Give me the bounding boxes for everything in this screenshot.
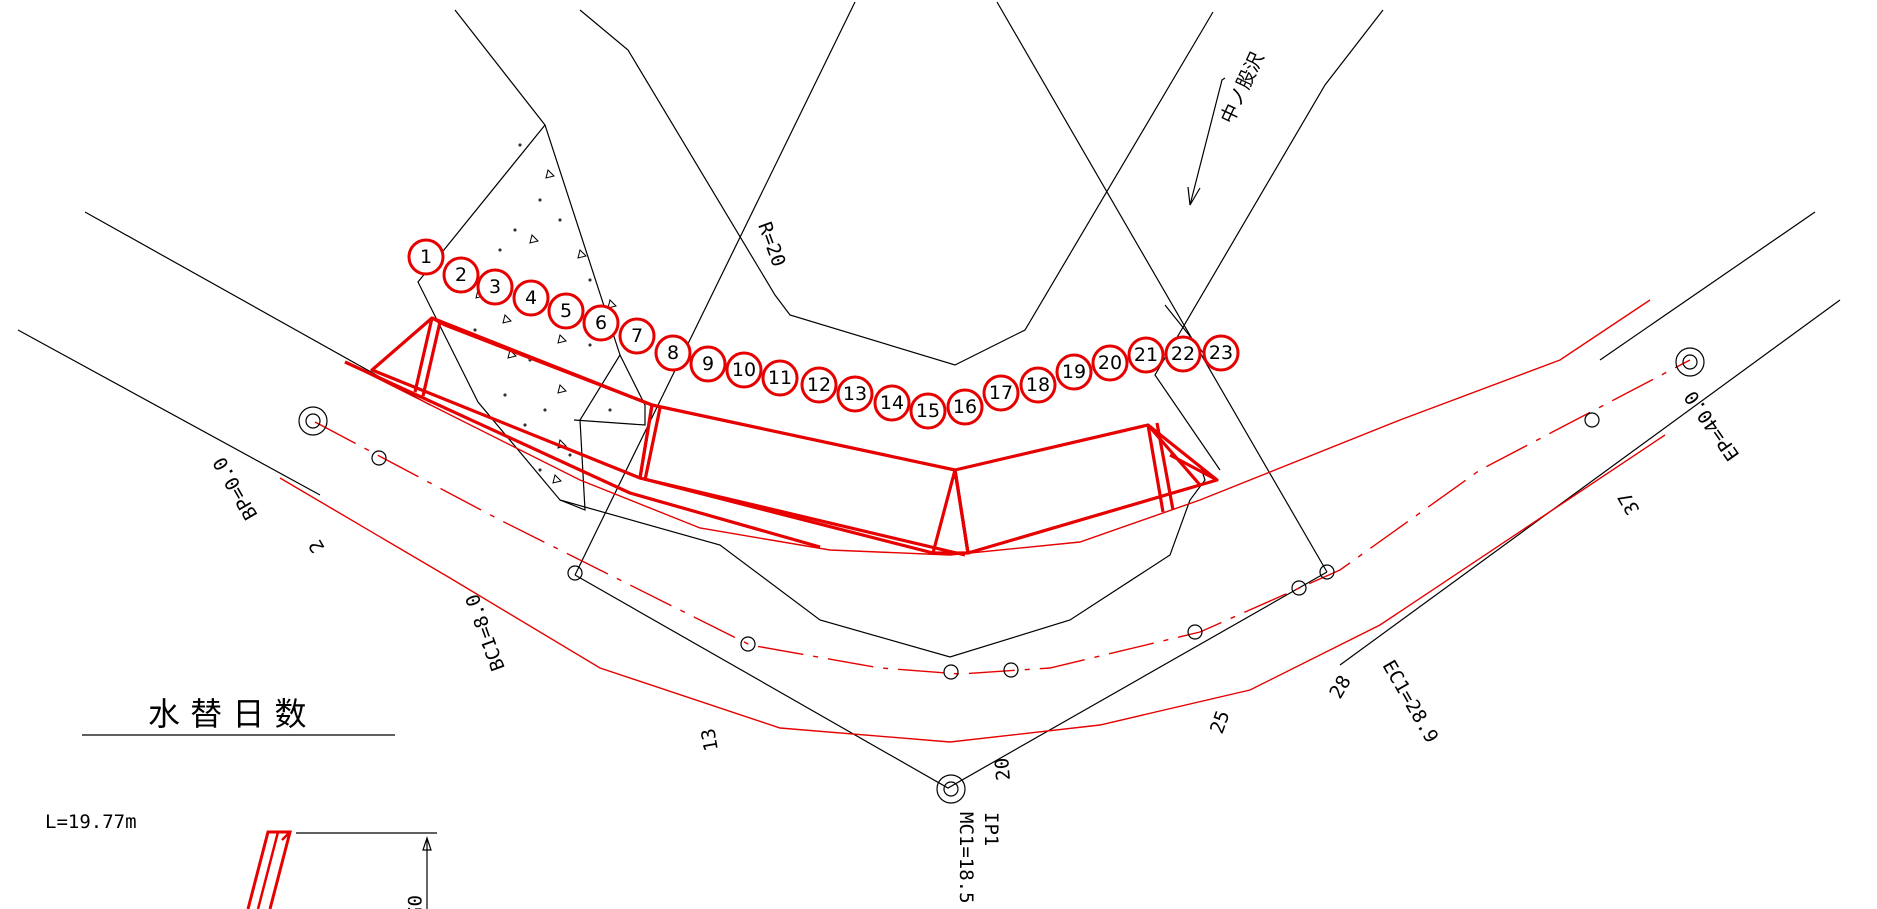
marker-number: 1 <box>420 246 432 268</box>
mc1-label: MC1=18.5 <box>955 812 977 904</box>
station-markers <box>298 347 1705 804</box>
legend-area: 水 替 日 数 L=19.77m 05 <box>45 695 437 909</box>
stream-name-label: 中ノ股沢 <box>1217 49 1269 127</box>
marker-number: 10 <box>732 359 756 381</box>
numbered-marker: 11 <box>761 359 799 397</box>
station-circle <box>1187 624 1203 640</box>
marker-number: 22 <box>1171 343 1195 365</box>
alignment-curves <box>279 299 1691 743</box>
station-circle <box>1319 564 1335 580</box>
numbered-marker: 12 <box>800 366 838 404</box>
numbered-marker: 2 <box>442 256 480 294</box>
station-37-label: 37 <box>1614 488 1644 519</box>
marker-number: 8 <box>667 342 679 364</box>
numbered-marker: 13 <box>836 375 874 413</box>
numbered-marker: 7 <box>618 317 656 355</box>
marker-number: 19 <box>1062 361 1086 383</box>
numbered-marker: 18 <box>1019 366 1057 404</box>
marker-number: 20 <box>1098 352 1122 374</box>
numbered-marker: 4 <box>512 279 550 317</box>
station-13-label: 13 <box>697 727 723 753</box>
length-label: L=19.77m <box>45 811 137 833</box>
marker-number: 14 <box>880 392 904 414</box>
marker-number: 16 <box>953 396 977 418</box>
bp-point <box>298 406 328 436</box>
bc1-label: BC1=8.0 <box>462 591 510 674</box>
station-2-label: 2 <box>305 536 330 557</box>
marker-number: 4 <box>525 287 537 309</box>
numbered-marker: 1 <box>407 238 445 276</box>
red-structure <box>344 316 1219 557</box>
marker-number: 11 <box>768 367 792 389</box>
marker-number: 23 <box>1209 342 1233 364</box>
numbered-marker: 6 <box>582 304 620 342</box>
marker-number: 7 <box>631 325 643 347</box>
numbered-marker: 16 <box>946 388 984 426</box>
marker-number: 9 <box>702 353 714 375</box>
numbered-marker: 3 <box>476 268 514 306</box>
numbered-marker: 15 <box>909 392 947 430</box>
concrete-hatch <box>467 143 617 484</box>
bp-label: BP=0.0 <box>209 453 262 523</box>
ip1-label: IP1 <box>980 812 1002 846</box>
marker-number: 13 <box>843 383 867 405</box>
station-20-label: 20 <box>991 757 1015 782</box>
numbered-marker: 23 <box>1202 334 1240 372</box>
station-circle <box>1291 580 1307 596</box>
marker-number: 6 <box>595 312 607 334</box>
numbered-marker: 14 <box>873 384 911 422</box>
ec1-label: EC1=28.9 <box>1378 657 1443 747</box>
station-25-label: 25 <box>1206 708 1235 737</box>
marker-number: 5 <box>560 300 572 322</box>
numbered-marker: 5 <box>547 292 585 330</box>
marker-number: 21 <box>1134 344 1158 366</box>
station-circle <box>740 636 756 652</box>
radius-label: R=20 <box>753 219 789 270</box>
numbered-marker: 20 <box>1091 344 1129 382</box>
numbered-marker: 22 <box>1164 335 1202 373</box>
numbered-marker: 9 <box>689 345 727 383</box>
station-circle <box>943 664 959 680</box>
marker-number: 3 <box>489 276 501 298</box>
numbered-marker: 10 <box>725 351 763 389</box>
ip1-point <box>936 774 966 804</box>
dimension-label: 05 <box>403 895 425 909</box>
ep-point <box>1675 347 1705 377</box>
marker-number: 12 <box>807 374 831 396</box>
marker-number: 2 <box>455 264 467 286</box>
numbered-marker: 19 <box>1055 353 1093 391</box>
numbered-marker: 21 <box>1127 336 1165 374</box>
terrain-lines <box>17 1 1841 789</box>
numbered-marker: 17 <box>982 374 1020 412</box>
numbered-marker: 8 <box>654 334 692 372</box>
station-28-label: 28 <box>1325 672 1355 703</box>
ep-label: EP=40.0 <box>1680 387 1744 465</box>
station-circle <box>567 565 583 581</box>
station-circle <box>371 450 387 466</box>
marker-number: 15 <box>916 400 940 422</box>
station-circle <box>1584 412 1600 428</box>
station-circle <box>1003 662 1019 678</box>
title-text: 水 替 日 数 <box>148 695 307 733</box>
marker-number: 17 <box>989 382 1013 404</box>
drawing-labels: R=20 中ノ股沢 BP=0.0 2 BC1=8.0 13 20 IP1 MC1… <box>209 49 1744 904</box>
marker-number: 18 <box>1026 374 1050 396</box>
